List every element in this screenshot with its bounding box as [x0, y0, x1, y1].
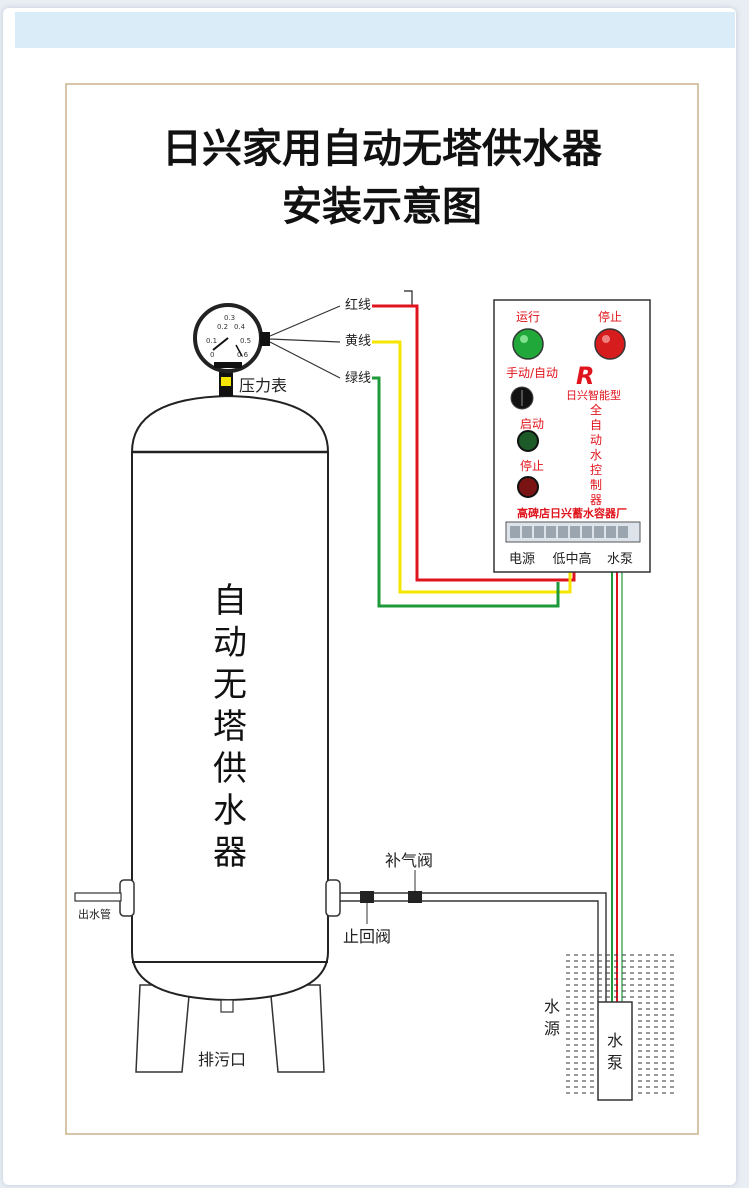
inlet-pipe-top — [340, 892, 607, 1002]
tank-body — [131, 394, 329, 1002]
tank-char: 动 — [213, 623, 247, 663]
gauge-scale: 0.2 — [217, 323, 228, 331]
factory-label: 高碑店日兴蓄水容器厂 — [517, 506, 627, 520]
gauge-scale: 0.6 — [237, 351, 249, 359]
content-card — [3, 8, 736, 1185]
gauge-scale: 0.5 — [240, 337, 251, 345]
tank-leg-right — [269, 984, 325, 1073]
controller-vertical-char: 制 — [590, 478, 602, 492]
check-valve-label: 止回阀 — [343, 927, 391, 946]
tank-char: 自 — [213, 581, 247, 621]
stop-top-label: 停止 — [598, 309, 622, 324]
terminal-screw — [534, 526, 544, 538]
terminal-screw — [558, 526, 568, 538]
check-valve — [360, 891, 374, 903]
drain-label: 排污口 — [198, 1050, 246, 1069]
start-label: 启动 — [520, 417, 544, 431]
gauge-scale: 0.3 — [224, 314, 235, 322]
air-valve — [408, 891, 422, 903]
controller-vertical-char: 全 — [590, 402, 602, 417]
water-source-char: 源 — [544, 1019, 560, 1038]
tank-label: 自 动 无 塔 供 水 器 — [213, 581, 247, 873]
tank-char: 塔 — [213, 707, 247, 747]
water-source-char: 水 — [544, 997, 560, 1016]
gauge-scale: 0 — [210, 351, 214, 359]
controller-vertical-char: 水 — [590, 448, 602, 462]
tank-leg-left — [135, 984, 191, 1073]
controller-vertical-char: 控 — [590, 463, 602, 477]
tank-char: 器 — [213, 833, 247, 873]
outlet-label: 出水管 — [78, 907, 111, 921]
title-line-1: 日兴家用自动无塔供水器 — [162, 126, 603, 172]
header-band — [15, 12, 735, 48]
stop-indicator-lamp[interactable] — [594, 328, 626, 360]
pump-char: 水 — [607, 1031, 623, 1050]
start-button[interactable] — [517, 430, 539, 452]
wire-green — [372, 376, 560, 608]
terminal-level-label: 低中高 — [552, 551, 591, 567]
pressure-gauge: 0.2 0.3 0.4 0.1 0.5 0 0.6 — [193, 303, 270, 396]
stop-button[interactable] — [517, 476, 539, 498]
run-indicator-lamp[interactable] — [512, 328, 544, 360]
tank-char: 水 — [213, 791, 247, 831]
controller-vertical-char: 器 — [590, 493, 602, 507]
wire-yellow — [372, 340, 572, 594]
terminal-screw — [582, 526, 592, 538]
controller-vertical-char: 自 — [590, 418, 602, 432]
title-line-2: 安装示意图 — [282, 184, 482, 230]
gauge-stem-band — [221, 377, 231, 386]
gauge-label: 压力表 — [239, 376, 287, 395]
tank-char: 无 — [213, 665, 247, 705]
gauge-lead-red — [269, 305, 341, 337]
terminal-screw — [522, 526, 532, 538]
mode-label: 手动/自动 — [506, 366, 558, 380]
wire-label-red: 红线 — [345, 297, 371, 313]
pump-body — [597, 1001, 633, 1101]
wire-label-yellow: 黄线 — [345, 334, 371, 349]
wire-label-green: 绿线 — [345, 371, 371, 386]
gauge-lead-yellow — [269, 338, 341, 343]
terminal-screws — [510, 526, 628, 538]
gauge-scale: 0.4 — [234, 323, 246, 331]
terminal-screw — [594, 526, 604, 538]
lamp-highlight — [520, 335, 528, 343]
water-hatching — [566, 954, 674, 1094]
gauge-lead-green — [269, 341, 341, 379]
terminal-screw — [606, 526, 616, 538]
inlet-fitting — [325, 879, 341, 917]
terminal-power-label: 电源 — [509, 552, 535, 567]
lamp-highlight — [602, 335, 610, 343]
diagram-frame — [65, 83, 699, 1135]
tank — [74, 394, 607, 1073]
gauge-scale: 0.1 — [206, 337, 217, 345]
controller-vertical-char: 动 — [590, 433, 602, 447]
water-source: 水 泵 水 源 — [544, 954, 674, 1101]
stop-mid-label: 停止 — [520, 458, 544, 473]
outlet-pipe — [74, 892, 122, 902]
outlet-fitting — [119, 879, 135, 917]
gauge-base — [214, 362, 242, 368]
terminal-pump-label: 水泵 — [607, 552, 633, 567]
run-label: 运行 — [516, 310, 540, 324]
wire-red — [372, 304, 576, 582]
tank-char: 供 — [213, 749, 247, 789]
pump-char: 泵 — [607, 1053, 623, 1072]
brand-label: 日兴智能型 — [566, 388, 621, 402]
controller-box: 运行 停止 手动/自动 R 日兴智能型 启动 停止 全 自 动 水 控 制 器 … — [493, 299, 651, 573]
gauge-needle — [212, 337, 229, 351]
gauge-setpoint-marker — [235, 344, 243, 357]
brand-mark: R — [576, 362, 594, 390]
wire-red-tab — [404, 290, 413, 306]
terminal-screw — [570, 526, 580, 538]
drain-nub — [220, 999, 234, 1013]
air-valve-label: 补气阀 — [385, 851, 433, 870]
terminal-screw — [546, 526, 556, 538]
gauge-connector — [260, 332, 270, 346]
inlet-pipe-bottom — [340, 900, 599, 1002]
terminal-screw — [510, 526, 520, 538]
terminal-screw — [618, 526, 628, 538]
